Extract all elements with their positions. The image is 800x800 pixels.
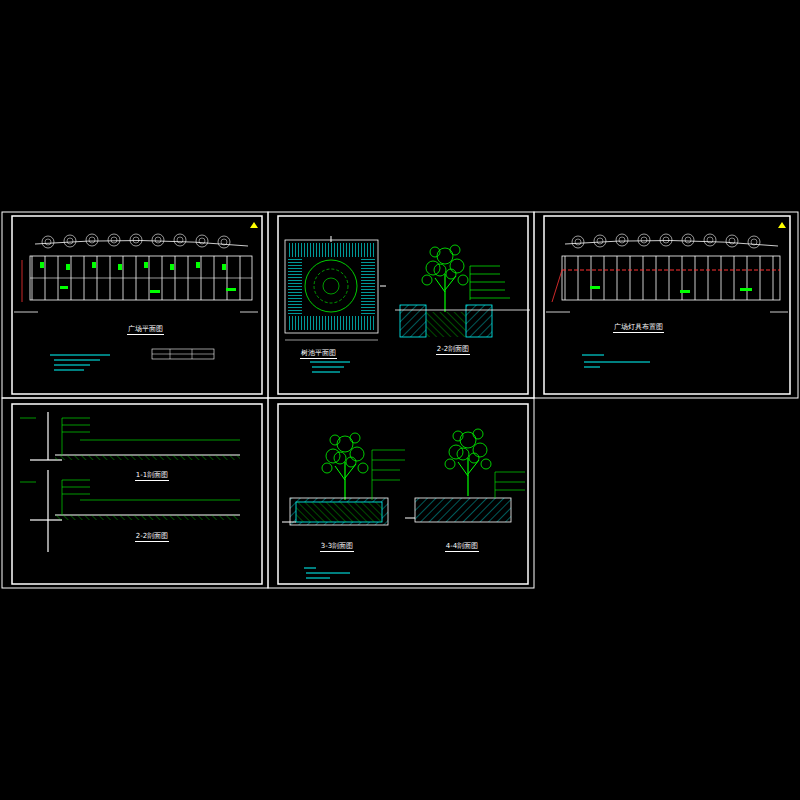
view-title: 树池平面图: [300, 350, 337, 359]
view-title: 广场灯具布置图: [613, 324, 664, 333]
view-title: 3-3剖面图: [320, 543, 354, 552]
view-title: 2-2剖面图: [436, 346, 470, 355]
view-title: 广场平面图: [127, 326, 164, 335]
view-title: 2-2剖面图: [135, 533, 169, 542]
view-title: 4-4剖面图: [445, 543, 479, 552]
view-title: 1-1剖面图: [135, 472, 169, 481]
